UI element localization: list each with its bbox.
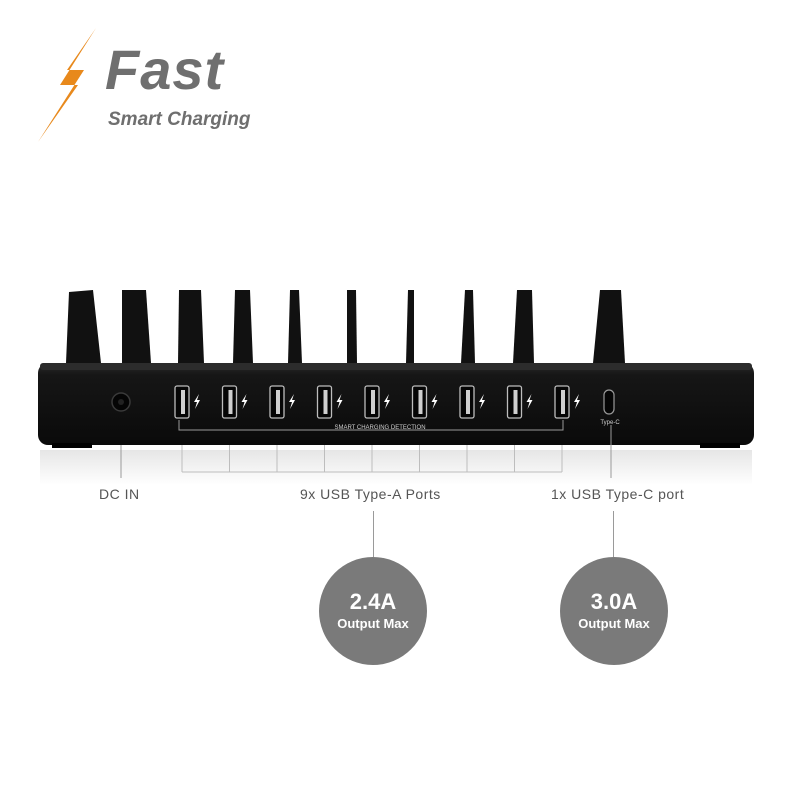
usb-c-label: 1x USB Type-C port bbox=[551, 486, 685, 502]
usb-a-port bbox=[411, 385, 438, 419]
usb-c-port-label: Type-C bbox=[600, 420, 620, 426]
divider-blade bbox=[288, 290, 302, 363]
usb-a-port bbox=[459, 385, 485, 419]
base-top-edge bbox=[40, 363, 752, 370]
charging-bolt-icon bbox=[526, 394, 533, 409]
usb-a-label: 9x USB Type-A Ports bbox=[300, 486, 441, 502]
surface-reflection bbox=[40, 450, 752, 485]
usb-c-port bbox=[603, 389, 615, 415]
detection-strip-label: SMART CHARGING DETECTION bbox=[334, 425, 425, 431]
usb-a-port bbox=[221, 385, 248, 419]
usb-a-output-badge: 2.4A Output Max bbox=[319, 557, 427, 665]
left-foot bbox=[52, 443, 92, 448]
usb-a-ports bbox=[174, 385, 580, 419]
charger-base bbox=[38, 363, 754, 445]
usb-a-port bbox=[316, 385, 343, 419]
charging-bolt-icon bbox=[194, 394, 200, 409]
brand-title: Fast bbox=[105, 38, 225, 101]
charging-bolt-icon bbox=[289, 394, 295, 409]
charging-bolt-icon bbox=[384, 394, 390, 409]
usb-a-port bbox=[269, 385, 295, 419]
usb-c-output-leader bbox=[613, 511, 614, 557]
usb-a-port bbox=[364, 385, 390, 419]
divider-blades bbox=[66, 290, 625, 363]
charging-bolt-icon bbox=[241, 394, 248, 409]
usb-c-output-value: 3.0A bbox=[590, 589, 638, 615]
usb-a-port bbox=[554, 385, 580, 419]
usb-a-port bbox=[506, 385, 533, 419]
charging-bolt-icon bbox=[479, 394, 485, 409]
usb-c-output-caption: Output Max bbox=[578, 616, 650, 632]
divider-blade bbox=[347, 290, 357, 363]
divider-blade bbox=[461, 290, 475, 363]
divider-blade bbox=[122, 290, 151, 363]
usb-c-output-badge: 3.0A Output Max bbox=[560, 557, 668, 665]
divider-blade bbox=[178, 290, 204, 363]
divider-blade bbox=[233, 290, 253, 363]
divider-blade bbox=[66, 290, 101, 363]
usb-a-port bbox=[174, 385, 200, 419]
charging-bolt-icon bbox=[431, 394, 438, 409]
charging-bolt-icon bbox=[574, 394, 580, 409]
divider-blade bbox=[593, 290, 625, 363]
brand-subtitle: Smart Charging bbox=[108, 109, 251, 130]
usb-a-output-value: 2.4A bbox=[349, 589, 397, 615]
dc-in-label: DC IN bbox=[99, 486, 140, 502]
detection-bracket bbox=[178, 420, 564, 431]
usb-a-output-leader bbox=[373, 511, 374, 557]
usb-a-pointers bbox=[181, 445, 563, 473]
lightning-bolt-icon bbox=[38, 28, 96, 142]
divider-blade bbox=[513, 290, 534, 363]
usb-a-output-caption: Output Max bbox=[337, 616, 409, 632]
charging-bolt-icon bbox=[336, 394, 343, 409]
divider-blade bbox=[406, 290, 414, 363]
right-foot bbox=[700, 443, 740, 448]
